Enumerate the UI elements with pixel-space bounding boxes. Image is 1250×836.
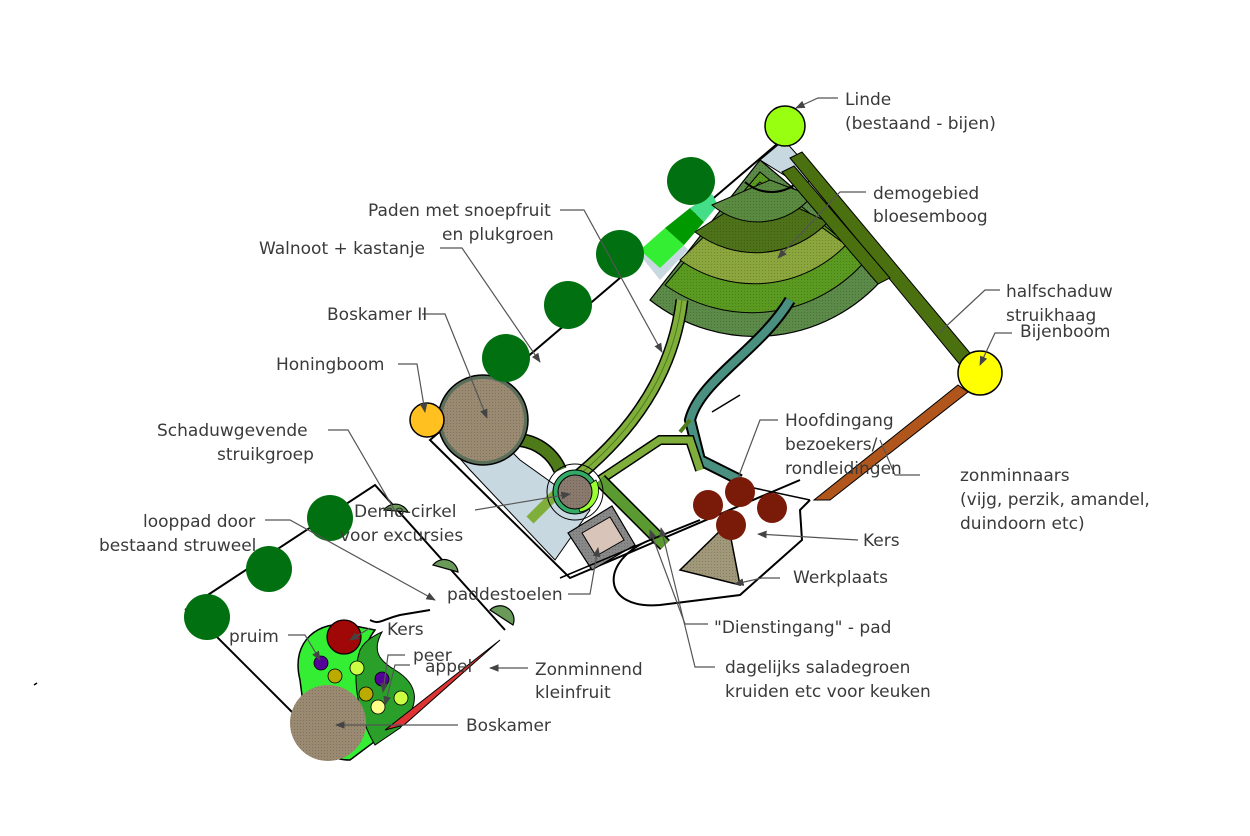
kers-cluster [693, 477, 787, 540]
label-bijenboom: Bijenboom [1020, 322, 1111, 342]
labels: Linde (bestaand - bijen) demogebied bloe… [99, 90, 1150, 736]
label-hoofdingang: Hoofdingang [785, 411, 894, 431]
label-linde: Linde [845, 90, 891, 110]
label-appel: appel [425, 657, 472, 677]
demo-circle [546, 463, 604, 521]
label-demogebied: demogebied [873, 184, 979, 204]
label-looppad-sub: bestaand struweel [99, 536, 256, 556]
stray-mark [33, 682, 38, 686]
label-halfschaduw-sub: struikhaag [1006, 306, 1096, 326]
boskamer-ii [437, 374, 529, 466]
label-dagelijks: dagelijks saladegroen [725, 658, 910, 678]
label-zonminnaars: zonminnaars [960, 466, 1070, 486]
linde-tree [764, 105, 806, 147]
label-schaduw-sub: struikgroep [217, 445, 314, 465]
leader-lines [265, 97, 1012, 729]
label-zonminnend-sub: kleinfruit [535, 683, 611, 703]
label-schaduw: Schaduwgevende [157, 421, 308, 441]
label-looppad: looppad door [143, 512, 255, 532]
label-paden-sub: en plukgroen [442, 225, 554, 245]
label-halfschaduw: halfschaduw [1006, 282, 1113, 302]
label-democirkel: Demo-cirkel [354, 502, 456, 522]
site-outline-upper [428, 137, 801, 580]
struweel-trees [184, 495, 353, 640]
label-zonminnend: Zonminnend [535, 660, 643, 680]
edge-green-strips [640, 194, 718, 268]
label-linde-sub: (bestaand - bijen) [845, 114, 996, 134]
label-walnoot: Walnoot + kastanje [259, 239, 425, 259]
label-kers: Kers [863, 531, 900, 551]
label-werkplaats: Werkplaats [793, 568, 888, 588]
label-bloesemboog: bloesemboog [873, 207, 988, 227]
mushroom-shrubs [382, 503, 515, 626]
label-pruim: pruim [229, 627, 279, 647]
label-paddestoelen: paddestoelen [447, 585, 563, 605]
label-boskamer: Boskamer [466, 716, 551, 736]
label-dienstingang: "Dienstingang" - pad [714, 618, 891, 638]
label-zonminnaars-3: duindoorn etc) [960, 514, 1085, 534]
label-paden: Paden met snoepfruit [368, 201, 551, 221]
label-democirkel-sub: voor excursies [340, 526, 463, 546]
fruit-bed [290, 619, 501, 761]
label-hoofdingang-3: rondleidingen [785, 459, 902, 479]
label-zonminnaars-2: (vijg, perzik, amandel, [960, 490, 1150, 510]
label-dagelijks-2: kruiden etc voor keuken [725, 682, 931, 702]
label-hoofdingang-2: bezoekers/ [785, 435, 878, 455]
label-boskamer-ii: Boskamer II [327, 305, 427, 325]
label-honingboom: Honingboom [276, 355, 384, 375]
bijenboom-tree [957, 350, 1003, 396]
label-kers-small: Kers [387, 620, 424, 640]
label-peer: peer [413, 646, 452, 666]
walnoot-trees [482, 157, 715, 382]
honingboom-tree [409, 402, 445, 438]
